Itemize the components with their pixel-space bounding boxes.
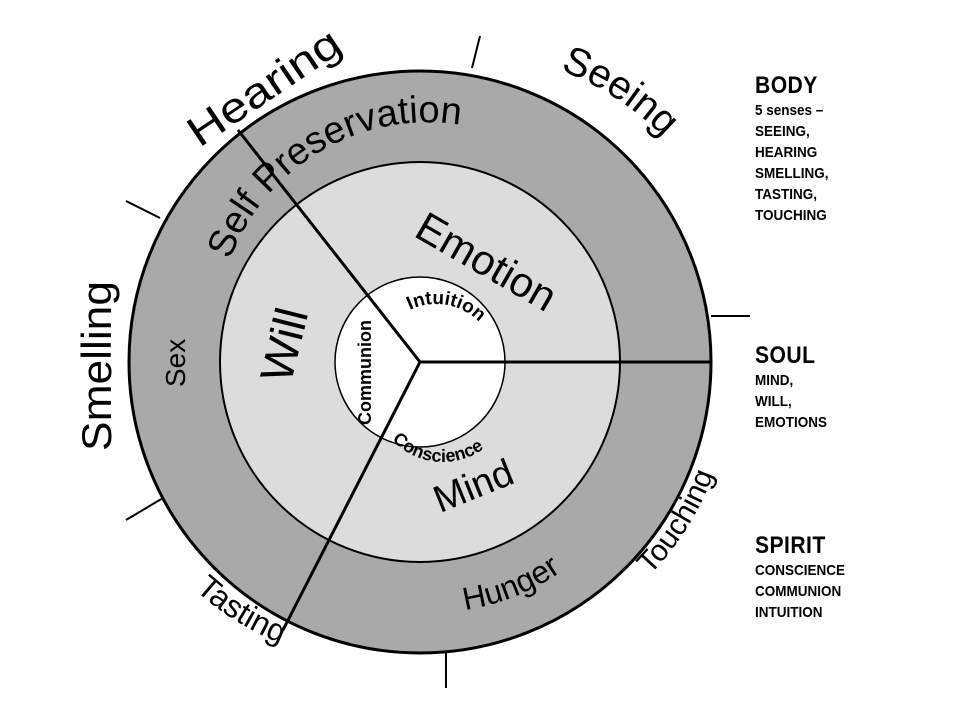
legend-soul-line: EMOTIONS (755, 414, 828, 431)
tick-mark (471, 35, 481, 69)
legend-body-line: TASTING, (755, 186, 818, 203)
legend-body-line: TOUCHING (755, 207, 827, 224)
legend-body-line: SEEING, (755, 123, 810, 140)
legend-body: BODY 5 senses – SEEING, HEARING SMELLING… (755, 72, 837, 226)
legend-body-line: 5 senses – (755, 102, 824, 119)
tick-mark (125, 497, 164, 521)
legend-spirit-line: COMMUNION (755, 583, 842, 600)
legend-spirit: SPIRIT CONSCIENCE COMMUNION INTUITION (755, 532, 855, 623)
legend-body-line: HEARING (755, 144, 818, 161)
outer-label-sex: Sex (160, 339, 191, 387)
legend-spirit-title: SPIRIT (755, 532, 826, 559)
core-label-communion: Communion (355, 320, 375, 425)
divider-upper-left (236, 129, 422, 363)
legend-soul: SOUL MIND, WILL, EMOTIONS (755, 342, 835, 433)
legend-soul-line: MIND, (755, 372, 794, 389)
legend-body-line: SMELLING, (755, 165, 829, 182)
divider-lower-left (281, 361, 422, 631)
legend-soul-title: SOUL (755, 342, 816, 369)
legend-body-title: BODY (755, 72, 818, 99)
legend-soul-line: WILL, (755, 393, 792, 410)
sense-smelling: Smelling (73, 281, 120, 451)
tick-mark (125, 200, 161, 219)
legend-spirit-line: INTUITION (755, 604, 823, 621)
legend-spirit-line: CONSCIENCE (755, 562, 846, 579)
